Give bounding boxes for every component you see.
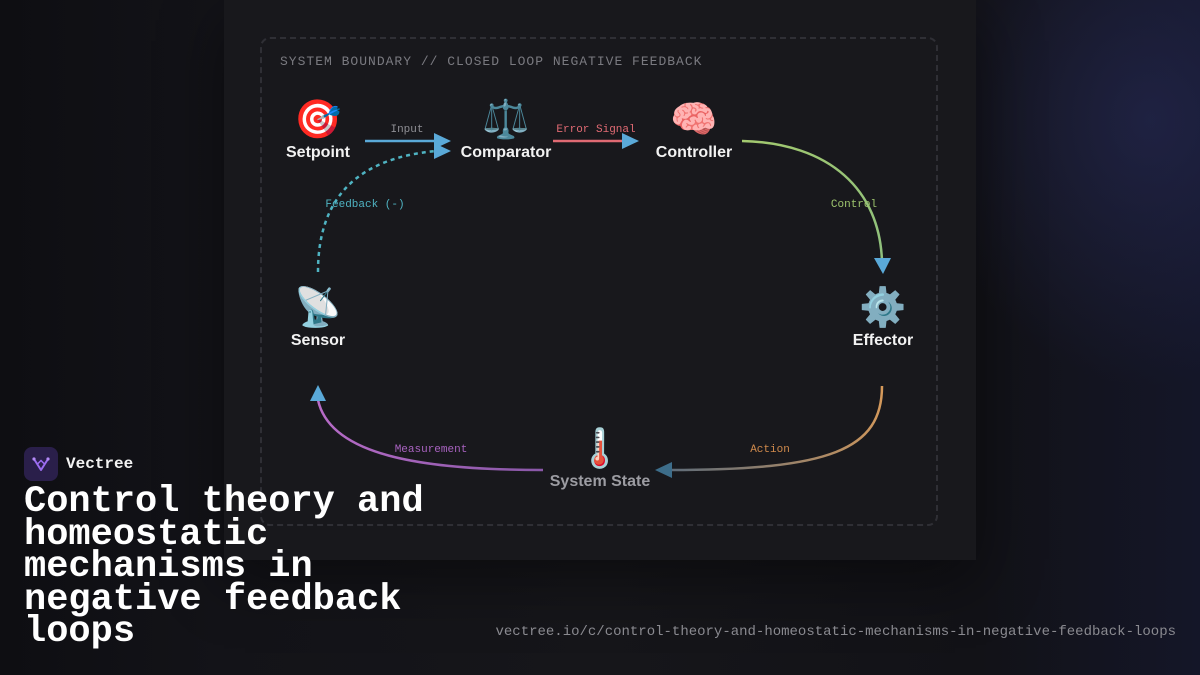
setpoint-label: Setpoint bbox=[286, 144, 350, 161]
gear-icon: ⚙️ bbox=[859, 287, 907, 329]
page-title: Control theory and homeostatic mechanism… bbox=[24, 481, 424, 653]
thermometer-icon: 🌡️ bbox=[576, 428, 624, 470]
action-arrowhead bbox=[655, 462, 672, 478]
comparator-label: Comparator bbox=[460, 144, 552, 161]
error-signal-label: Error Signal bbox=[556, 124, 635, 136]
system-boundary-label: SYSTEM BOUNDARY // CLOSED LOOP NEGATIVE … bbox=[280, 54, 703, 69]
balance-scale-icon: ⚖️ bbox=[482, 99, 530, 141]
effector-node: ⚙️ Effector bbox=[813, 286, 953, 350]
sensor-node: 📡 Sensor bbox=[248, 286, 388, 350]
system-state-node: 🌡️ System State bbox=[530, 427, 670, 491]
controller-node: 🧠 Controller bbox=[624, 98, 764, 162]
diagram-panel bbox=[224, 0, 976, 560]
sensor-label: Sensor bbox=[290, 332, 346, 349]
feedback-arrow bbox=[316, 149, 437, 273]
action-arrow bbox=[669, 385, 884, 472]
control-arrow bbox=[741, 139, 884, 263]
satellite-antenna-icon: 📡 bbox=[294, 287, 342, 329]
error-signal-arrowhead bbox=[622, 133, 639, 149]
brand[interactable]: Vectree bbox=[24, 447, 133, 481]
input-label: Input bbox=[390, 124, 423, 136]
system-state-label: System State bbox=[549, 473, 651, 490]
system-boundary bbox=[260, 37, 938, 526]
measurement-arrow bbox=[316, 399, 544, 472]
brand-name: Vectree bbox=[66, 455, 134, 473]
target-icon: 🎯 bbox=[294, 99, 342, 141]
page-url[interactable]: vectree.io/c/control-theory-and-homeosta… bbox=[495, 624, 1176, 640]
measurement-label: Measurement bbox=[395, 444, 468, 456]
controller-label: Controller bbox=[655, 144, 733, 161]
effector-label: Effector bbox=[852, 332, 914, 349]
feedback-label: Feedback (-) bbox=[325, 199, 404, 211]
feedback-arrowhead bbox=[434, 143, 451, 159]
action-label: Action bbox=[750, 444, 790, 456]
brain-icon: 🧠 bbox=[670, 99, 718, 141]
control-arrowhead bbox=[874, 258, 891, 274]
comparator-node: ⚖️ Comparator bbox=[436, 98, 576, 162]
control-label: Control bbox=[831, 199, 877, 211]
measurement-arrowhead bbox=[310, 385, 326, 401]
setpoint-node: 🎯 Setpoint bbox=[248, 98, 388, 162]
vectree-logo-icon bbox=[24, 447, 58, 481]
